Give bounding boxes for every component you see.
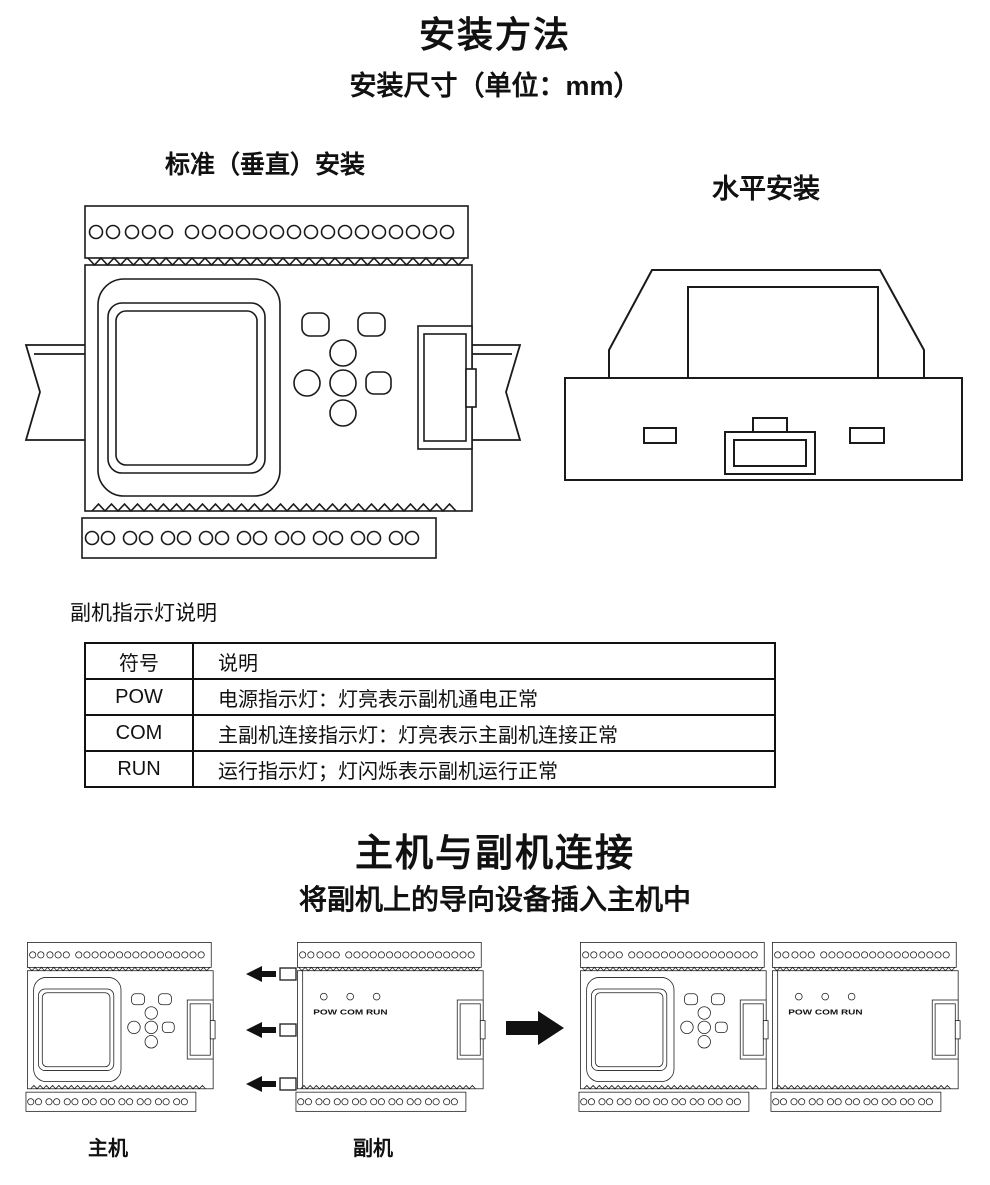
left-arrow-icon: [246, 1022, 276, 1038]
connection-title: 主机与副机连接: [354, 833, 635, 875]
master-device-drawing: [81, 205, 477, 559]
guide-pin: [279, 1077, 297, 1091]
insert-arrows: [246, 966, 276, 1092]
table-row: RUN 运行指示灯；灯闪烁表示副机运行正常: [84, 750, 776, 788]
table-row: POW 电源指示灯：灯亮表示副机通电正常: [84, 678, 776, 716]
guide-pin: [279, 967, 297, 981]
table-cell-symbol: RUN: [84, 750, 194, 788]
horizontal-mount-diagram: [564, 269, 963, 481]
table-cell-description: 运行指示灯；灯闪烁表示副机运行正常: [192, 750, 776, 788]
guide-pin: [279, 1023, 297, 1037]
right-arrow-icon: [506, 1011, 564, 1045]
slave-device-label: 副机: [353, 1138, 393, 1160]
din-rail: [24, 344, 522, 441]
table-cell-description: 电源指示灯：灯亮表示副机通电正常: [192, 678, 776, 716]
vertical-mount-diagram: POW COM RUN: [24, 205, 522, 559]
guide-pins: [279, 967, 297, 1091]
page-subtitle: 安装尺寸（单位：mm）: [349, 71, 641, 101]
table-header-description: 说明: [192, 642, 776, 680]
vertical-mount-label: 标准（垂直）安装: [165, 151, 366, 179]
indicator-table: 符号 说明 POW 电源指示灯：灯亮表示副机通电正常 COM 主副机连接指示灯：…: [84, 642, 776, 788]
table-cell-symbol: POW: [84, 678, 194, 716]
indicator-heading: 副机指示灯说明: [70, 602, 217, 625]
master-device-label: 主机: [88, 1138, 128, 1160]
rail-clip-tab: [752, 417, 788, 433]
table-cell-description: 主副机连接指示灯：灯亮表示主副机连接正常: [192, 714, 776, 752]
slave-device-drawing: [295, 942, 486, 1112]
slave-device-drawing: [770, 942, 961, 1112]
master-device-drawing: [578, 942, 769, 1112]
master-device-drawing: [25, 942, 216, 1112]
horizontal-mount-label: 水平安装: [712, 174, 820, 204]
connection-subtitle: 将副机上的导向设备插入主机中: [298, 884, 691, 915]
left-arrow-icon: [246, 966, 276, 982]
rail-clip: [724, 431, 816, 475]
table-header-symbol: 符号: [84, 642, 194, 680]
table-row: COM 主副机连接指示灯：灯亮表示主副机连接正常: [84, 714, 776, 752]
page-title: 安装方法: [418, 14, 571, 55]
table-cell-symbol: COM: [84, 714, 194, 752]
connection-diagram: [25, 942, 961, 1112]
table-header-row: 符号 说明: [84, 642, 776, 680]
left-arrow-icon: [246, 1076, 276, 1092]
